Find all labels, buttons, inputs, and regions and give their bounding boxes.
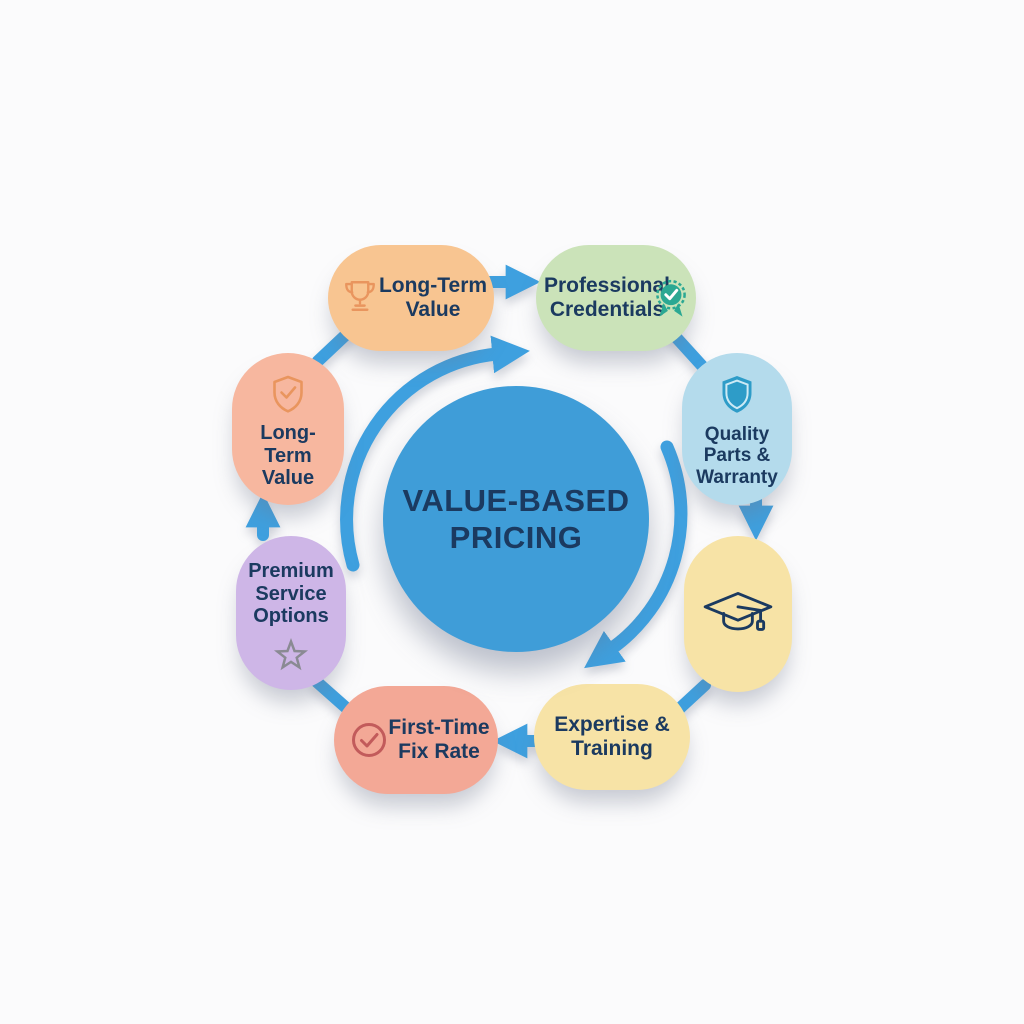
center-node: VALUE-BASED PRICING (383, 386, 649, 652)
node-label: Professional Credentials (543, 274, 671, 321)
node-label: First-Time Fix Rate (388, 716, 490, 763)
node-label: Long-Term Value (260, 421, 316, 490)
node-label: Long-Term Value (378, 274, 488, 321)
node-expertise-training: Expertise & Training (534, 684, 690, 790)
node-professional-credentials: Professional Credentials (536, 245, 696, 351)
node-label: Quality Parts & Warranty (696, 423, 778, 488)
graduation-cap-icon (699, 586, 777, 642)
node-label: Expertise & Training (554, 713, 670, 760)
node-quality-parts-warranty: Quality Parts & Warranty (682, 353, 792, 505)
star-icon (267, 632, 315, 674)
node-premium-service-options: Premium Service Options (236, 536, 346, 690)
node-expertise-training-badge (684, 536, 792, 692)
center-title: VALUE-BASED PRICING (402, 482, 630, 555)
award-ribbon-icon (648, 278, 694, 324)
check-circle-icon (346, 717, 392, 763)
trophy-icon (338, 274, 382, 318)
node-long-term-value-top: Long-Term Value (328, 245, 494, 351)
node-first-time-fix-rate: First-Time Fix Rate (334, 686, 498, 794)
node-long-term-value-left: Long-Term Value (232, 353, 344, 505)
shield-icon (714, 372, 760, 418)
center-rotation-arc-right (584, 440, 688, 669)
node-label: Premium Service Options (248, 559, 334, 628)
center-rotation-arc-top (340, 335, 530, 572)
shield-check-icon (265, 372, 311, 418)
